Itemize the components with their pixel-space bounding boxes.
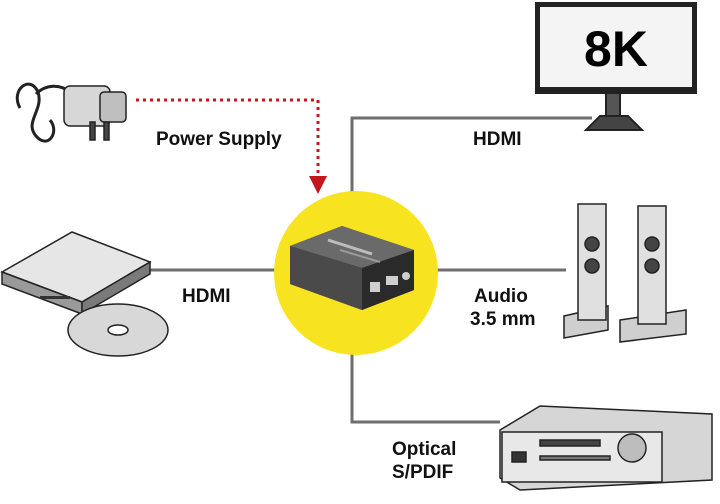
monitor-8k-text: 8K bbox=[584, 21, 648, 77]
optical-label: Optical bbox=[392, 439, 457, 460]
power-line bbox=[136, 98, 320, 180]
av-receiver-image bbox=[499, 405, 713, 491]
audio-size-label: 3.5 mm bbox=[470, 309, 536, 330]
optical-line bbox=[350, 352, 500, 424]
spdif-label: S/PDIF bbox=[392, 462, 454, 483]
connection-lines bbox=[148, 116, 592, 424]
audio-label: Audio bbox=[474, 286, 528, 307]
speakers-image bbox=[563, 203, 687, 343]
power-adapter-image bbox=[15, 82, 127, 143]
power-arrow bbox=[309, 176, 327, 194]
monitor-image bbox=[535, 2, 697, 131]
bluray-player-image bbox=[0, 231, 169, 357]
hdmi-output-line bbox=[350, 116, 592, 210]
hdmi-output-label: HDMI bbox=[473, 129, 522, 150]
hdmi-input-label: HDMI bbox=[182, 286, 231, 307]
power-supply-label: Power Supply bbox=[156, 129, 282, 150]
audio-extractor-device bbox=[290, 226, 414, 310]
